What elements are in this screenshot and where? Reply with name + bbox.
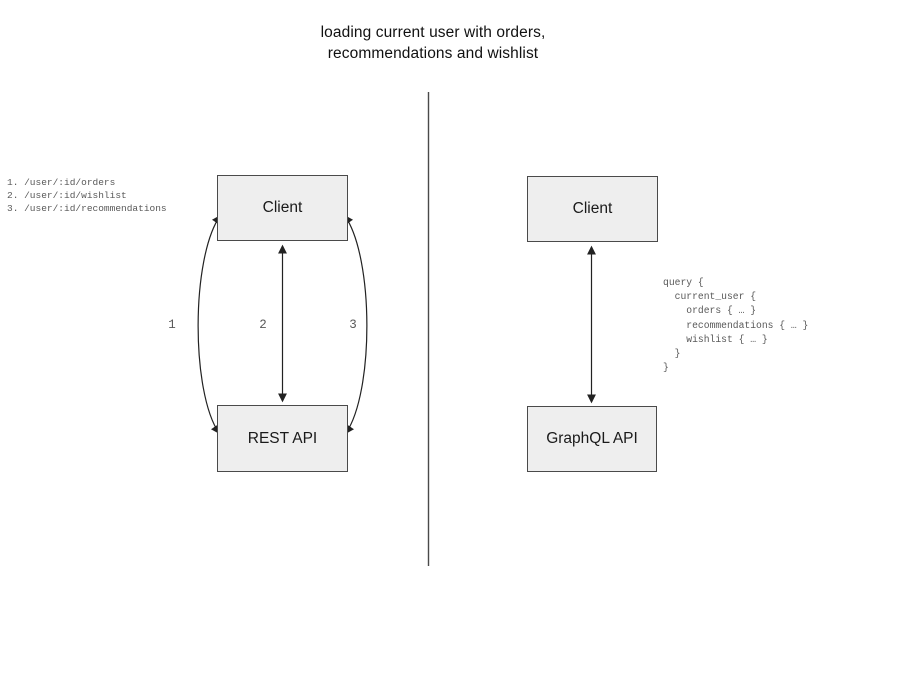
rest-client-box: Client — [217, 175, 348, 241]
rest-arrow-3 — [344, 214, 368, 435]
diagram-title-line2: recommendations and wishlist — [327, 45, 539, 62]
graphql-client-label: Client — [572, 200, 613, 217]
graphql-api-label: GraphQL API — [546, 430, 638, 447]
rest-api-box: REST API — [217, 405, 348, 472]
rest-api-label: REST API — [247, 429, 318, 447]
rest-arrow-2-label: 2 — [259, 318, 267, 332]
rest-arrow-1 — [197, 214, 221, 435]
rest-client-label: Client — [262, 199, 303, 216]
rest-arrow-1-label: 1 — [168, 318, 176, 332]
rest-arrow-3-label: 3 — [349, 318, 357, 332]
rest-endpoint-list: 1. /user/:id/orders 2. /user/:id/wishlis… — [7, 177, 167, 214]
diagram-title: loading current user with orders, recomm… — [0, 22, 866, 64]
graphql-api-box: GraphQL API — [527, 406, 657, 472]
diagram-title-line1: loading current user with orders, — [320, 24, 546, 41]
graphql-client-box: Client — [527, 176, 658, 242]
graphql-query-snippet: query { current_user { orders { … } reco… — [663, 277, 809, 374]
